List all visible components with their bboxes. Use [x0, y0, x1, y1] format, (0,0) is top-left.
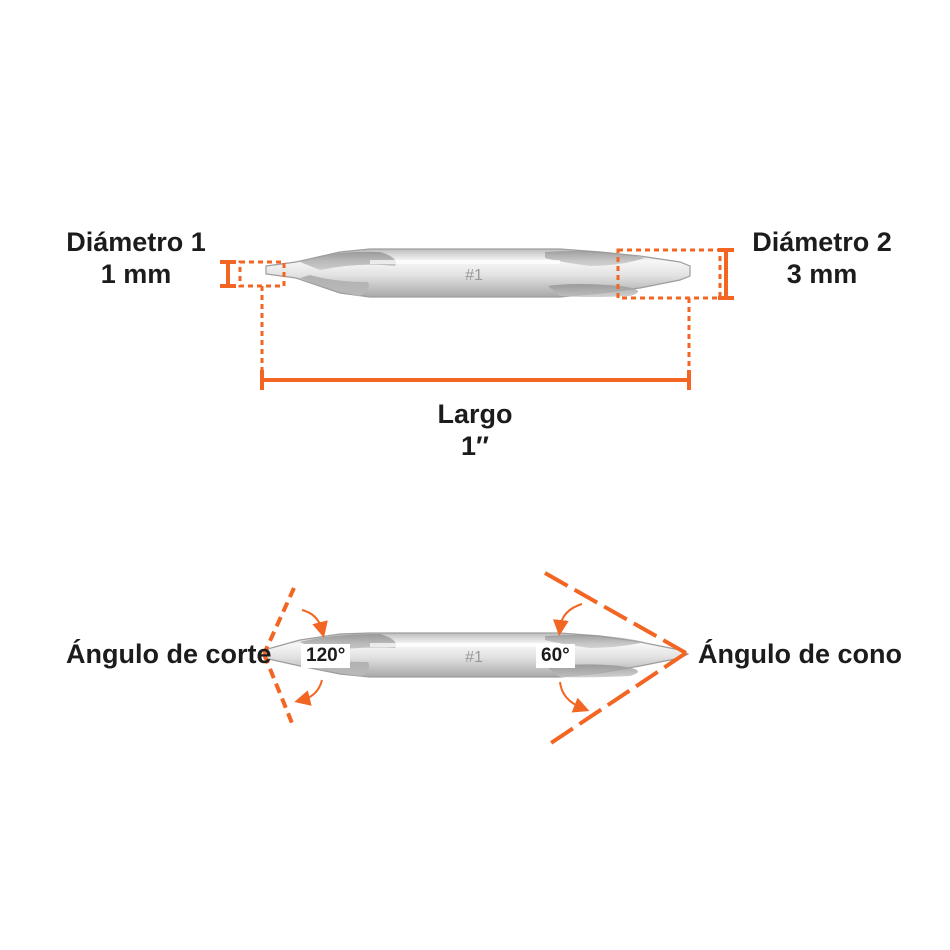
- length-label: Largo 1″: [415, 398, 535, 462]
- cone-angle-value: 60°: [536, 644, 575, 668]
- diameter-1-label: Diámetro 1 1 mm: [66, 226, 206, 290]
- diameter-2-title: Diámetro 2: [752, 227, 892, 257]
- cut-angle-label: Ángulo de corte: [66, 639, 272, 669]
- length-dimension: [260, 286, 691, 390]
- cut-angle-indicator: [262, 587, 328, 729]
- bit-marking-top: #1: [465, 267, 483, 284]
- length-title: Largo: [437, 399, 513, 429]
- diameter-2-dimension: [616, 248, 734, 300]
- diameter-1-title: Diámetro 1: [66, 227, 206, 257]
- cone-angle-label: Ángulo de cono: [698, 639, 902, 669]
- cut-angle-value: 120°: [301, 644, 351, 668]
- cone-angle-indicator: [544, 571, 688, 747]
- length-value: 1″: [461, 431, 489, 461]
- bit-marking-bottom: #1: [465, 649, 483, 666]
- diameter-2-label: Diámetro 2 3 mm: [752, 226, 892, 290]
- drill-bit-top: #1: [265, 248, 691, 298]
- diameter-1-value: 1 mm: [100, 259, 172, 289]
- diameter-2-value: 3 mm: [786, 259, 858, 289]
